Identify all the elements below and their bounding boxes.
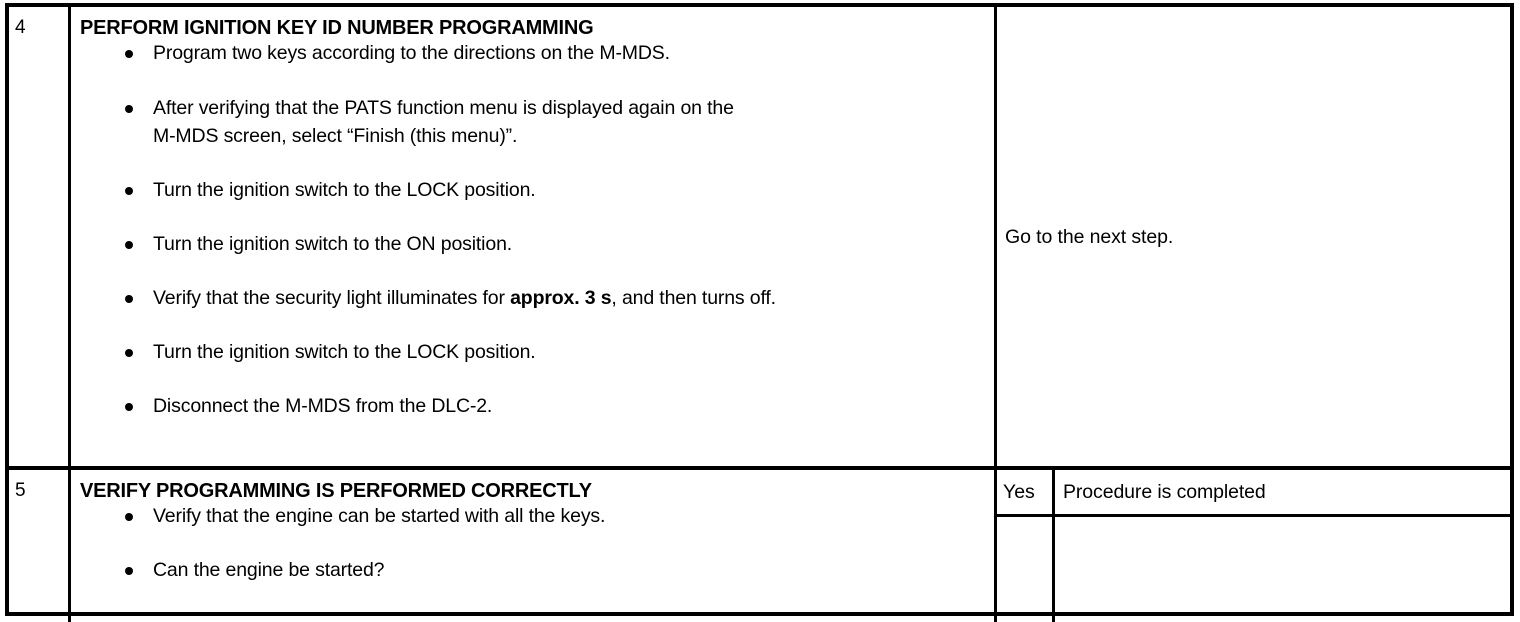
step-number-4: 4 [15,17,26,38]
step-5-bullet-list: Verify that the engine can be started wi… [71,502,994,584]
diagnostic-procedure-table: 4 PERFORM IGNITION KEY ID NUMBER PROGRAM… [5,3,1514,622]
step-4-result-text: Go to the next step. [1005,225,1174,248]
step-result-cell-5: Yes Procedure is completed No Perform th… [997,470,1510,622]
step-result-cell-4: Go to the next step. [997,7,1510,466]
step-body-cell-5: VERIFY PROGRAMMING IS PERFORMED CORRECTL… [71,470,997,622]
list-item: Turn the ignition switch to the LOCK pos… [71,338,994,366]
list-item: Verify that the security light illuminat… [71,284,994,312]
table-row-step-5: 5 VERIFY PROGRAMMING IS PERFORMED CORREC… [9,466,1510,622]
answer-action-yes: Procedure is completed [1063,480,1266,503]
bullet-text-after: , and then turns off. [611,287,776,309]
bullet-text-line-2: M-MDS screen, select “Finish (this menu)… [153,125,518,147]
list-item: Program two keys according to the direct… [71,39,994,67]
list-item: Turn the ignition switch to the ON posit… [71,230,994,258]
step-4-bullet-list: Program two keys according to the direct… [71,39,994,420]
step-body-cell-4: PERFORM IGNITION KEY ID NUMBER PROGRAMMI… [71,7,997,466]
bullet-text: Turn the ignition switch to the LOCK pos… [153,179,536,201]
list-item: Disconnect the M-MDS from the DLC-2. [71,392,994,420]
bullet-text: Disconnect the M-MDS from the DLC-2. [153,395,493,417]
table-row-step-4: 4 PERFORM IGNITION KEY ID NUMBER PROGRAM… [9,7,1510,466]
list-item: Can the engine be started? [71,556,994,584]
step-number-5: 5 [15,480,26,501]
step-title-5: VERIFY PROGRAMMING IS PERFORMED CORRECTL… [80,480,592,502]
bullet-text: Program two keys according to the direct… [153,42,670,64]
step-title-4: PERFORM IGNITION KEY ID NUMBER PROGRAMMI… [80,17,594,39]
bullet-text: Turn the ignition switch to the LOCK pos… [153,341,536,363]
answer-label-yes: Yes [997,470,1055,514]
list-item: After verifying that the PATS function m… [71,94,994,150]
bullet-text-emphasis: approx. 3 s [510,287,612,309]
step-number-cell-4: 4 [9,7,71,466]
bullet-text-line-1: After verifying that the PATS function m… [153,97,734,119]
result-row-no: No Perform the corresponding DTC inspect… [997,517,1510,622]
list-item: Turn the ignition switch to the LOCK pos… [71,176,994,204]
bullet-text: Turn the ignition switch to the ON posit… [153,233,513,255]
answer-action-no: Perform the corresponding DTC inspection… [1055,517,1506,622]
step-number-cell-5: 5 [9,470,71,622]
result-row-yes: Yes Procedure is completed [997,470,1510,517]
yes-no-result-grid: Yes Procedure is completed No Perform th… [997,470,1510,622]
bullet-text: Verify that the engine can be started wi… [153,505,606,527]
answer-label-no: No [997,517,1055,622]
bullet-text: Can the engine be started? [153,559,385,581]
bullet-text-before: Verify that the security light illuminat… [153,287,511,309]
list-item: Verify that the engine can be started wi… [71,502,994,530]
